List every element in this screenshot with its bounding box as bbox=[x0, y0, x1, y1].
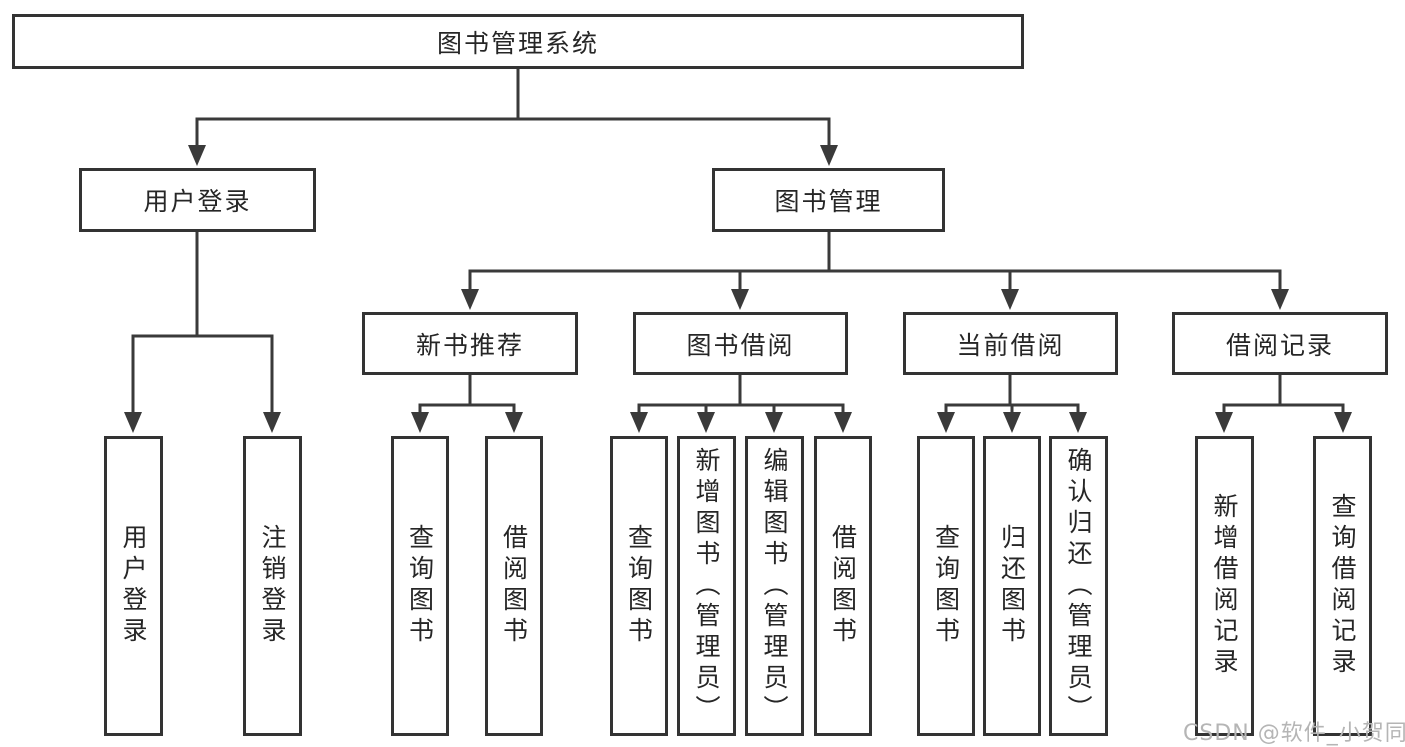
leaf-add-borrow-record: 新增借阅记录 bbox=[1195, 436, 1254, 736]
leaf-query-books-3-label: 查询图书 bbox=[931, 524, 961, 648]
node-current-borrow: 当前借阅 bbox=[903, 312, 1118, 375]
leaf-edit-book-admin-label: 编辑图书（管理员） bbox=[760, 446, 789, 726]
leaf-edit-book-admin: 编辑图书（管理员） bbox=[745, 436, 804, 736]
leaf-user-login: 用户登录 bbox=[104, 436, 163, 736]
rail-user-login bbox=[131, 230, 274, 338]
leaf-borrow-books-1-label: 借阅图书 bbox=[499, 524, 529, 648]
leaf-query-books-2: 查询图书 bbox=[610, 436, 668, 736]
node-user-login-label: 用户登录 bbox=[143, 187, 252, 216]
leaf-return-book: 归还图书 bbox=[983, 436, 1041, 736]
leaf-add-book-admin: 新增图书（管理员） bbox=[677, 436, 736, 736]
leaf-query-borrow-record-label: 查询借阅记录 bbox=[1328, 493, 1357, 679]
node-book-management-label: 图书管理 bbox=[774, 187, 883, 216]
node-root-label: 图书管理系统 bbox=[436, 28, 599, 58]
leaf-confirm-return-admin-label: 确认归还（管理员） bbox=[1064, 446, 1093, 726]
leaf-borrow-books-1: 借阅图书 bbox=[485, 436, 543, 736]
leaf-query-borrow-record: 查询借阅记录 bbox=[1313, 436, 1372, 736]
node-root: 图书管理系统 bbox=[12, 14, 1024, 69]
node-user-login: 用户登录 bbox=[79, 168, 316, 232]
rail-book-management bbox=[468, 230, 1282, 273]
node-book-management: 图书管理 bbox=[712, 168, 945, 232]
arrow-stems bbox=[131, 117, 1345, 416]
leaf-query-books-3: 查询图书 bbox=[917, 436, 975, 736]
leaf-query-books-2-label: 查询图书 bbox=[624, 524, 654, 648]
node-borrow-records-label: 借阅记录 bbox=[1225, 330, 1334, 360]
node-book-borrow-label: 图书借阅 bbox=[686, 330, 795, 360]
leaf-user-login-label: 用户登录 bbox=[119, 524, 148, 648]
node-current-borrow-label: 当前借阅 bbox=[956, 330, 1065, 360]
rail-root bbox=[195, 67, 831, 121]
leaf-logout: 注销登录 bbox=[243, 436, 302, 736]
leaf-query-books-1-label: 查询图书 bbox=[405, 524, 435, 648]
leaf-add-book-admin-label: 新增图书（管理员） bbox=[692, 446, 721, 726]
node-new-book-recommend: 新书推荐 bbox=[362, 312, 578, 375]
arrowheads bbox=[124, 145, 1352, 433]
rail-book-borrow bbox=[637, 373, 845, 407]
leaf-borrow-books-2: 借阅图书 bbox=[814, 436, 872, 736]
node-book-borrow: 图书借阅 bbox=[633, 312, 848, 375]
watermark: CSDN @软件_小贺同学 bbox=[1183, 721, 1405, 746]
rail-new-book bbox=[418, 373, 516, 407]
leaf-confirm-return-admin: 确认归还（管理员） bbox=[1049, 436, 1108, 736]
leaf-return-book-label: 归还图书 bbox=[997, 524, 1027, 648]
leaf-query-books-1: 查询图书 bbox=[391, 436, 449, 736]
leaf-borrow-books-2-label: 借阅图书 bbox=[828, 524, 858, 648]
leaf-logout-label: 注销登录 bbox=[258, 524, 287, 648]
rail-borrow-records bbox=[1222, 373, 1345, 407]
leaf-add-borrow-record-label: 新增借阅记录 bbox=[1210, 493, 1239, 679]
rail-current-borrow bbox=[944, 373, 1080, 407]
node-new-book-recommend-label: 新书推荐 bbox=[415, 330, 524, 360]
node-borrow-records: 借阅记录 bbox=[1172, 312, 1388, 375]
